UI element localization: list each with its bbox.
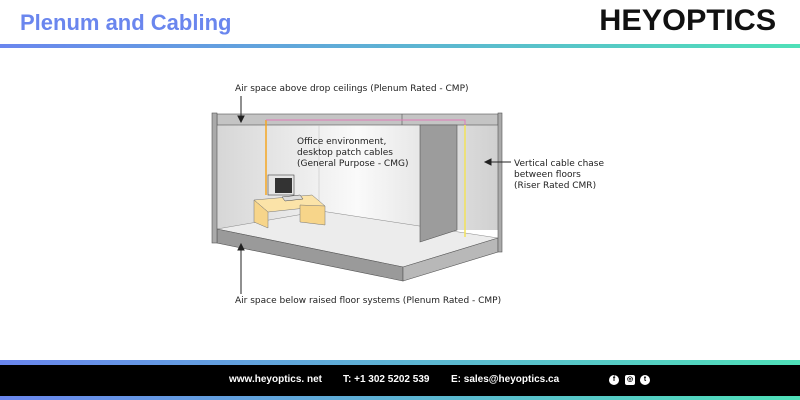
room [211, 112, 503, 282]
header-divider [0, 44, 800, 48]
footer: www.heyoptics. net T: +1 302 5202 539 E:… [0, 365, 800, 396]
footer-divider [0, 360, 800, 365]
label-office: Office environment,desktop patch cables(… [297, 137, 408, 169]
left-wall [211, 112, 218, 244]
footer-bottom-line [0, 396, 800, 400]
footer-email[interactable]: E: sales@heyoptics.ca [451, 374, 560, 385]
desk [253, 194, 326, 229]
page-title: Plenum and Cabling [20, 10, 232, 35]
facebook-icon[interactable]: f [609, 375, 619, 385]
riser-partition [419, 124, 458, 243]
label-floor-plenum: Air space below raised floor systems (Pl… [235, 296, 501, 306]
brand-logo: HEYOPTICS [599, 4, 777, 37]
twitter-icon[interactable]: t [640, 375, 650, 385]
arrows [237, 96, 511, 294]
computer-icon [267, 174, 304, 202]
footer-phone: T: +1 302 5202 539 [343, 374, 430, 385]
cables [265, 119, 466, 237]
instagram-icon[interactable]: ◎ [625, 375, 635, 385]
label-ceiling-plenum: Air space above drop ceilings (Plenum Ra… [235, 84, 469, 94]
right-wall [497, 112, 503, 253]
plenum-cable [266, 119, 466, 125]
footer-website[interactable]: www.heyoptics. net [229, 374, 322, 385]
